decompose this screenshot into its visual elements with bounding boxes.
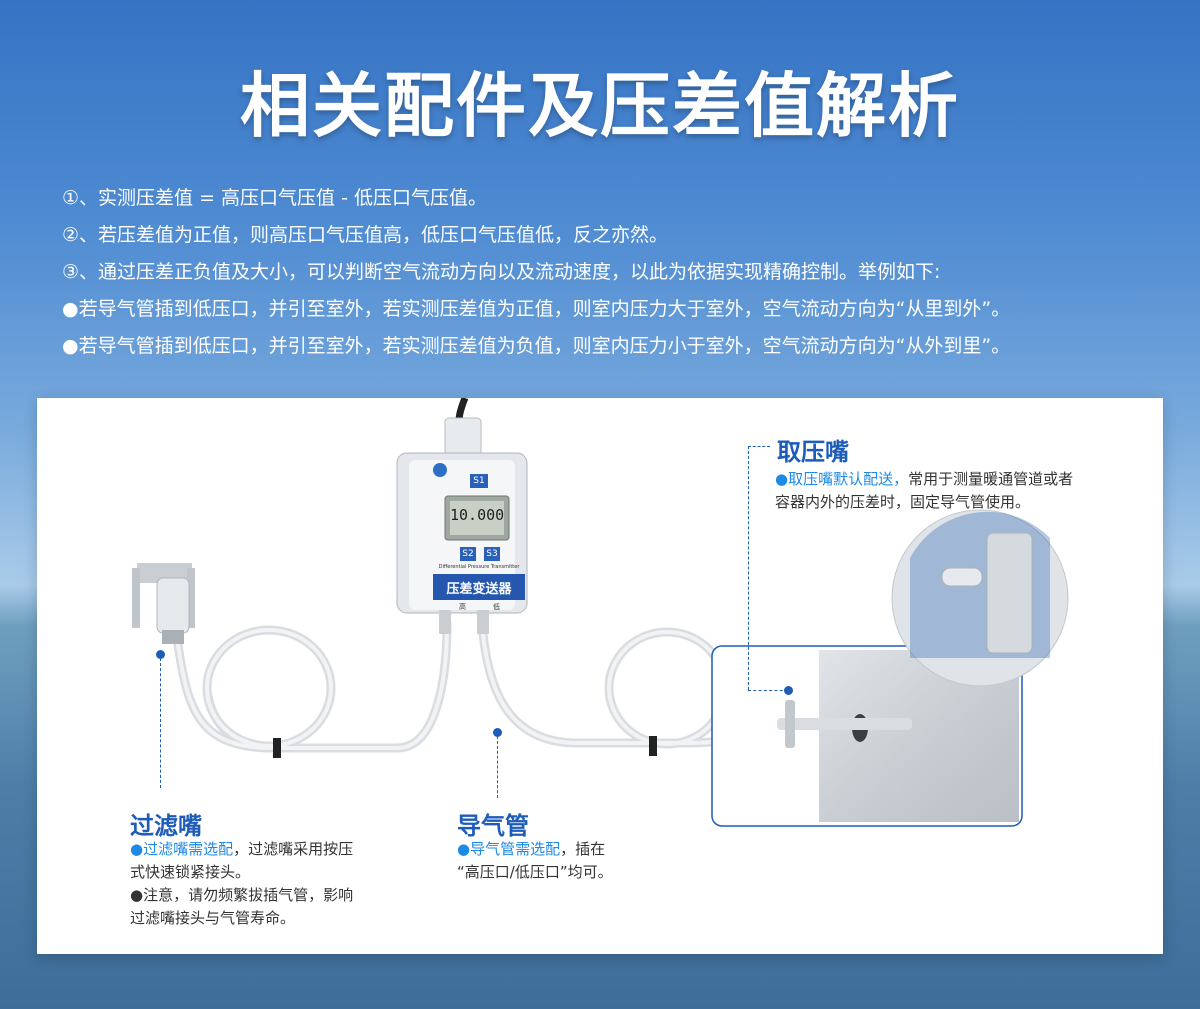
filter-desc-line4: 过滤嘴接头与气管寿命。 [130, 909, 296, 927]
tube-leader [497, 736, 498, 798]
note-3: ③、通过压差正负值及大小，可以判断空气流动方向以及流动速度，以此为依据实现精确控… [62, 261, 941, 283]
device-subtitle: Differential Pressure Transmitter [438, 564, 520, 570]
device-port-high: 高 [459, 603, 466, 611]
tube-desc: ●导气管需选配，插在 “高压口/低压口”均可。 [457, 838, 717, 884]
filter-desc-line2: 式快速锁紧接头。 [130, 863, 251, 881]
filter-title: 过滤嘴 [130, 812, 202, 840]
filter-leader [160, 658, 161, 788]
note-2: ②、若压差值为正值，则高压口气压值高，低压口气压值低，反之亦然。 [62, 224, 669, 246]
nozzle-leader [748, 446, 749, 690]
filter-desc-highlight: ●过滤嘴需选配 [130, 840, 234, 858]
device-port-low: 低 [493, 603, 500, 611]
note-4: ●若导气管插到低压口，并引至室外，若实测压差值为正值，则室内压力大于室外，空气流… [62, 298, 1011, 320]
nozzle-desc: ●取压嘴默认配送，常用于测量暖通管道或者 容器内外的压差时，固定导气管使用。 [775, 468, 1145, 514]
device-label: 压差变送器 [446, 582, 512, 597]
tube-desc-line2: “高压口/低压口”均可。 [457, 863, 613, 881]
filter-desc-rest: ，过滤嘴采用按压 [233, 840, 354, 858]
accessories-panel: S1 10.000 S2 S3 Differential Pressure Tr… [37, 398, 1163, 954]
note-5: ●若导气管插到低压口，并引至室外，若实测压差值为负值，则室内压力小于室外，空气流… [62, 335, 1011, 357]
device-btn-s1: S1 [473, 476, 485, 486]
tube-desc-highlight: ●导气管需选配 [457, 840, 561, 858]
filter-desc: ●过滤嘴需选配，过滤嘴采用按压 式快速锁紧接头。 ●注意，请勿频繁拔插气管，影响… [130, 838, 400, 930]
device-btn-s3: S3 [486, 549, 498, 559]
device-display: 10.000 [450, 506, 505, 524]
filter-desc-line3: ●注意，请勿频繁拔插气管，影响 [130, 886, 354, 904]
nozzle-desc-highlight: ●取压嘴默认配送， [775, 470, 909, 488]
nozzle-pin [784, 686, 793, 695]
accessory-illustration [132, 398, 1069, 827]
page-title: 相关配件及压差值解析 [240, 65, 960, 147]
tube-clip-right [649, 736, 657, 756]
notes-list: ①、实测压差值 = 高压口气压值 - 低压口气压值。 ②、若压差值为正值，则高压… [62, 180, 1162, 365]
device-btn-s2: S2 [462, 549, 474, 559]
tube-desc-rest: ，插在 [560, 840, 606, 858]
filter-illustration [132, 563, 195, 644]
tube-pin [493, 728, 502, 737]
filter-pin [156, 650, 165, 659]
note-1: ①、实测压差值 = 高压口气压值 - 低压口气压值。 [62, 187, 487, 209]
nozzle-leader-top [748, 446, 770, 447]
nozzle-desc-rest: 常用于测量暖通管道或者 [908, 470, 1074, 488]
nozzle-illustration [711, 509, 1069, 827]
nozzle-leader-h [748, 690, 788, 691]
nozzle-title: 取压嘴 [777, 438, 849, 466]
device-illustration [396, 417, 528, 634]
tube-clip-left [273, 738, 281, 758]
nozzle-desc-line2: 容器内外的压差时，固定导气管使用。 [775, 493, 1031, 511]
tube-title: 导气管 [457, 812, 529, 840]
